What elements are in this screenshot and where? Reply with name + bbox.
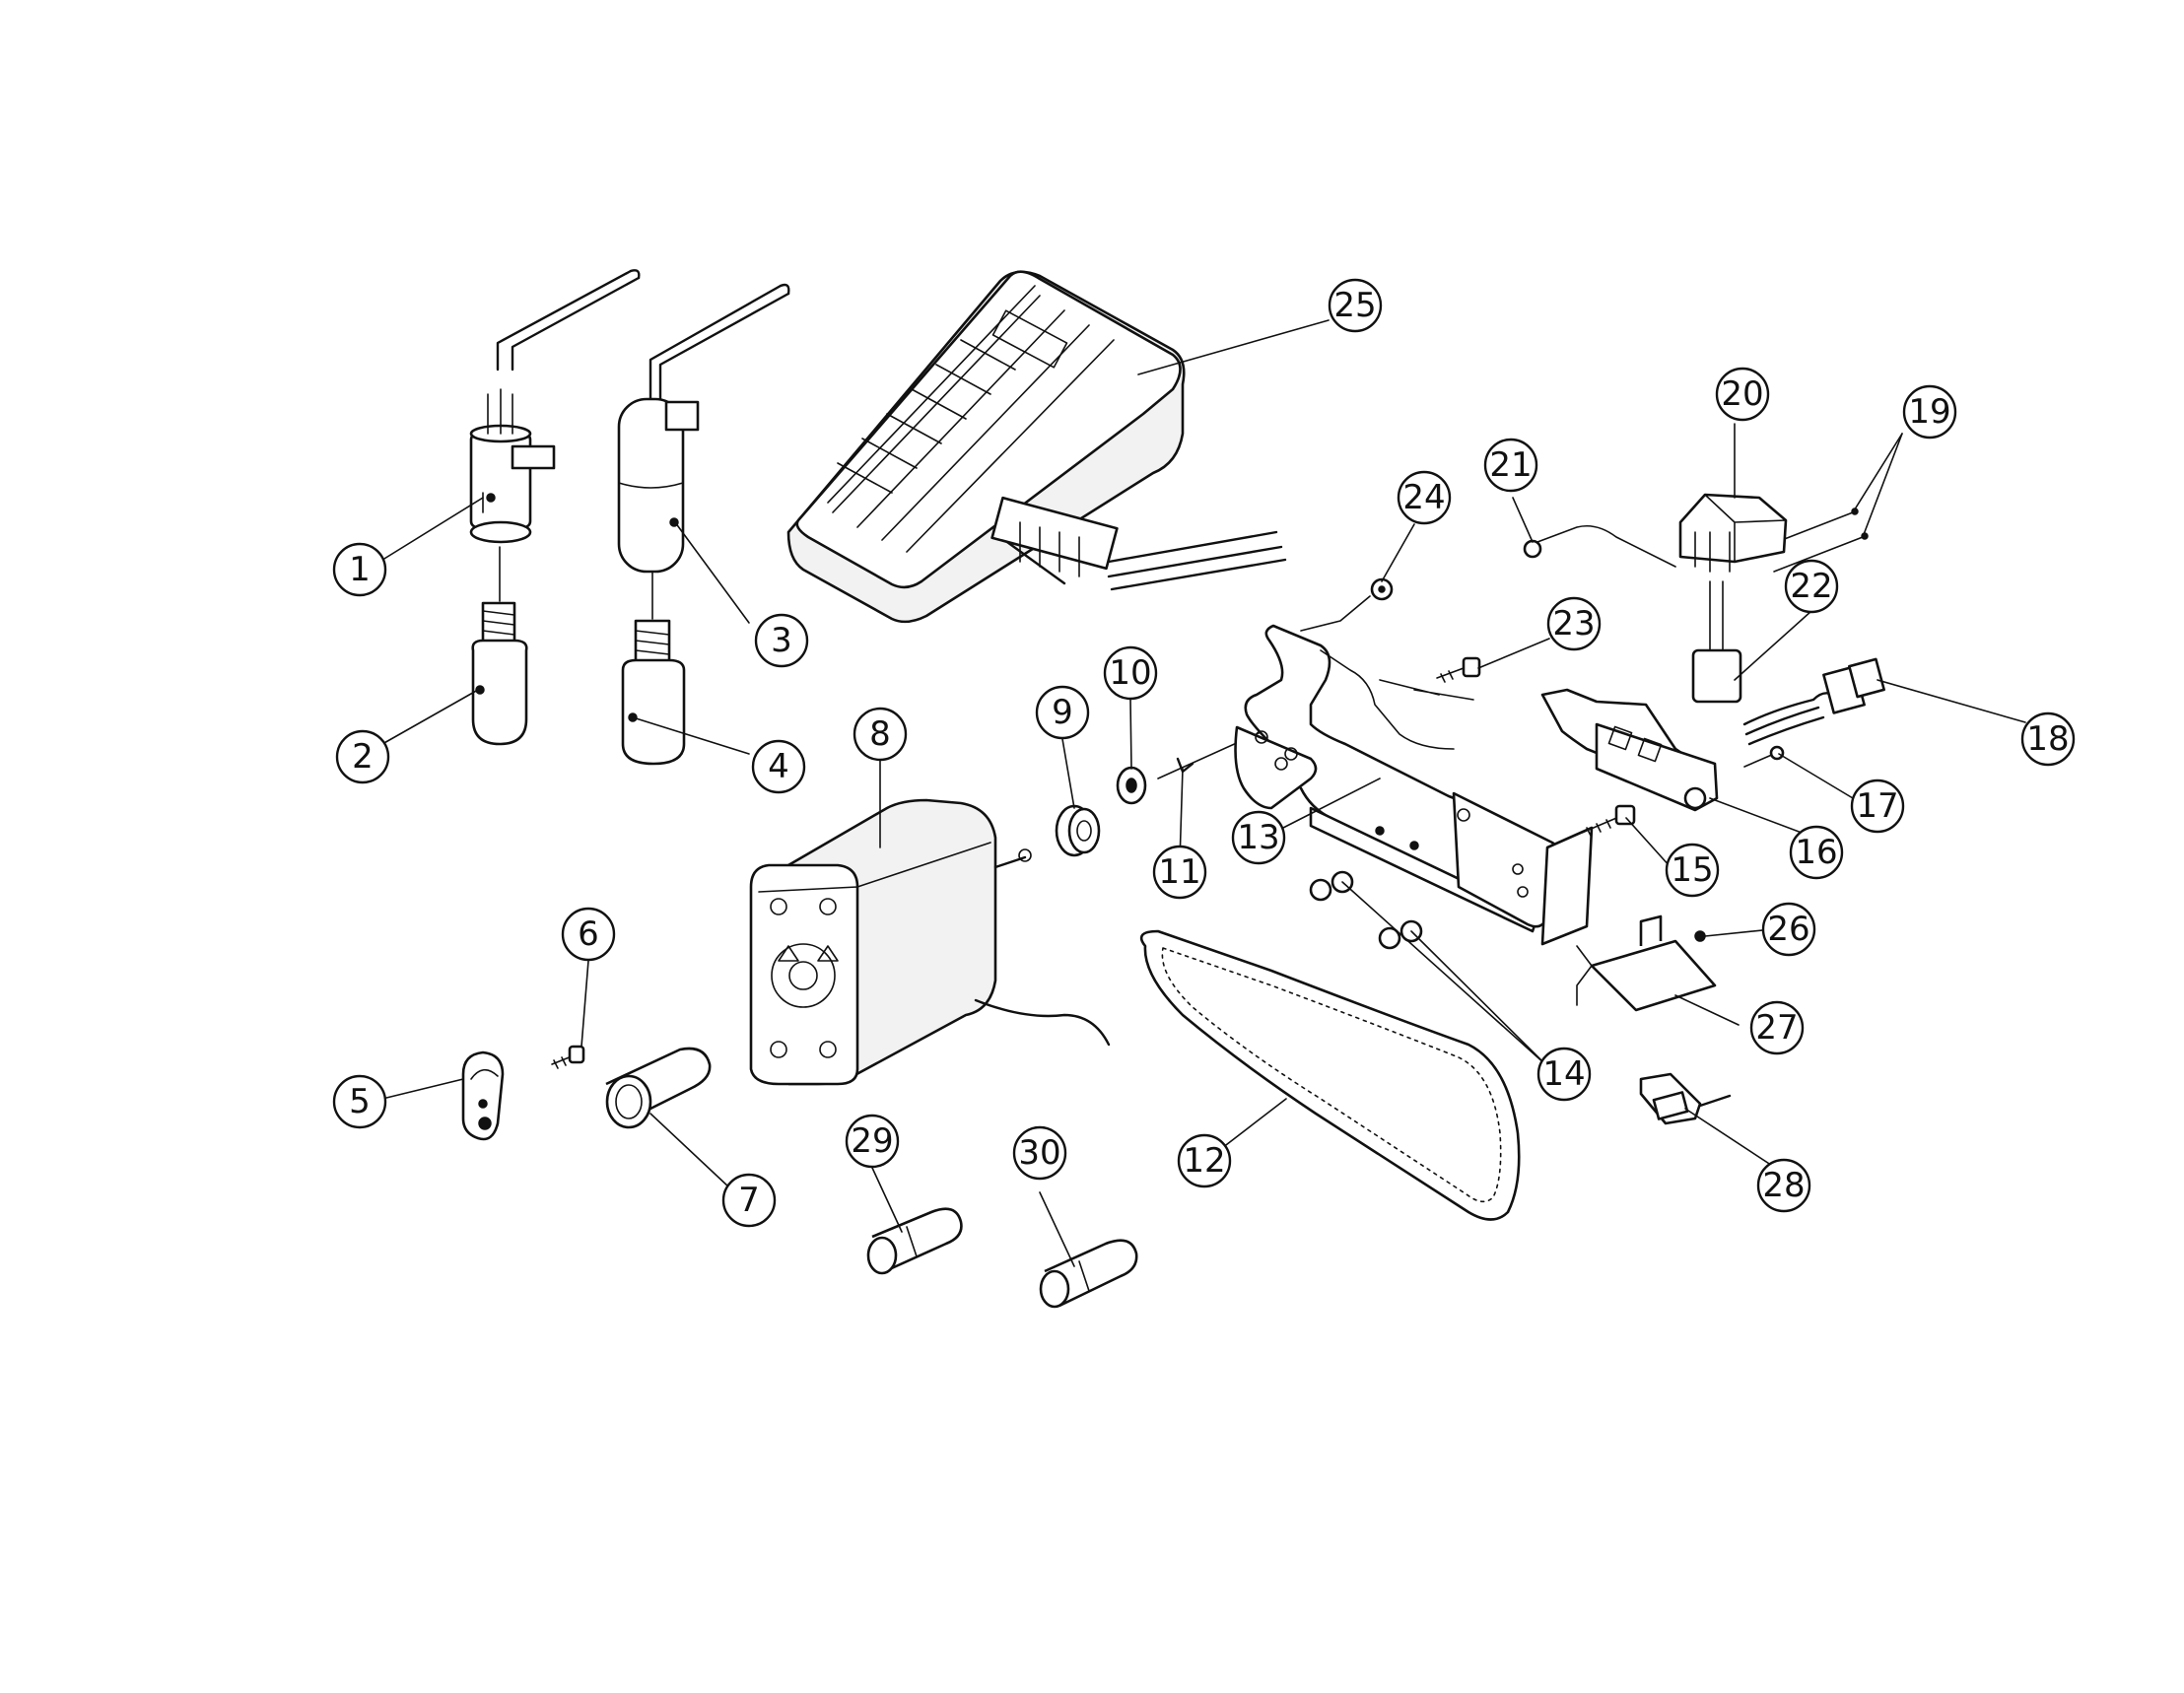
lamp-socket-part-3	[617, 283, 790, 574]
connector-part-18	[1742, 657, 1885, 746]
svg-text:9: 9	[1052, 693, 1073, 732]
svg-text:10: 10	[1109, 653, 1151, 693]
callout-28: 28	[1756, 1158, 1811, 1213]
switch-part-28	[1639, 1072, 1732, 1125]
svg-text:26: 26	[1767, 910, 1809, 949]
svg-text:27: 27	[1755, 1008, 1798, 1048]
svg-text:16: 16	[1795, 833, 1837, 872]
callout-18: 18	[2020, 711, 2076, 767]
svg-text:5: 5	[349, 1082, 371, 1121]
leader-lines	[378, 319, 2026, 1267]
pulley-part-9	[1055, 804, 1101, 857]
callout-20: 20	[1715, 367, 1770, 422]
callout-9: 9	[1035, 685, 1090, 740]
svg-text:30: 30	[1018, 1133, 1060, 1173]
callout-4: 4	[751, 739, 806, 794]
screw-part-6	[551, 1045, 585, 1069]
screw-part-26	[1694, 930, 1706, 942]
callout-24: 24	[1397, 470, 1452, 525]
svg-text:19: 19	[1908, 392, 1950, 432]
callout-16: 16	[1789, 825, 1844, 880]
callout-27: 27	[1749, 1000, 1805, 1055]
bulb-part-2	[471, 546, 528, 746]
callout-22: 22	[1784, 559, 1839, 614]
callout-2: 2	[335, 729, 390, 784]
lamp-socket-part-1	[469, 269, 641, 544]
bulb-part-4	[621, 571, 686, 766]
svg-text:14: 14	[1542, 1054, 1585, 1094]
svg-text:1: 1	[349, 550, 371, 589]
svg-text:7: 7	[738, 1181, 760, 1220]
svg-text:22: 22	[1790, 567, 1832, 606]
callout-25: 25	[1328, 278, 1383, 333]
callout-21: 21	[1483, 438, 1538, 493]
screw-part-23	[1436, 656, 1481, 683]
svg-text:17: 17	[1856, 786, 1898, 826]
svg-text:3: 3	[771, 621, 792, 660]
nut-part-21	[1523, 524, 1676, 568]
svg-text:15: 15	[1671, 850, 1713, 890]
callout-15: 15	[1665, 843, 1720, 898]
bracket-part-5	[461, 1050, 505, 1141]
svg-text:12: 12	[1183, 1141, 1225, 1181]
svg-text:23: 23	[1552, 604, 1595, 643]
callout-23: 23	[1546, 596, 1602, 651]
switch-block-part-20	[1678, 493, 1788, 573]
callout-6: 6	[561, 907, 616, 962]
callout-29: 29	[845, 1114, 900, 1169]
callout-1: 1	[332, 542, 387, 597]
callout-26: 26	[1761, 902, 1816, 957]
tube-part-30	[1039, 1239, 1138, 1309]
belt-part-12	[1139, 929, 1521, 1221]
svg-text:13: 13	[1237, 818, 1279, 857]
svg-text:25: 25	[1333, 286, 1376, 325]
washer-part-10	[1116, 766, 1147, 805]
bracket-part-13	[1234, 624, 1594, 946]
svg-text:28: 28	[1762, 1166, 1805, 1205]
sleeve-part-7	[605, 1047, 712, 1129]
svg-text:4: 4	[768, 747, 789, 786]
capacitor-part-22	[1691, 580, 1742, 704]
screw-part-17	[1743, 745, 1785, 768]
callout-8: 8	[853, 707, 908, 762]
callout-7: 7	[721, 1173, 777, 1228]
callout-30: 30	[1012, 1125, 1067, 1181]
callout-11: 11	[1152, 845, 1207, 900]
nut-part-24	[1300, 577, 1394, 632]
switch-housing-part-16	[1540, 688, 1719, 812]
callout-13: 13	[1231, 810, 1286, 865]
motor-part-8	[749, 798, 1111, 1086]
callout-19: 19	[1902, 384, 1957, 440]
callout-3: 3	[754, 613, 809, 668]
plate-part-27	[1576, 914, 1717, 1012]
callout-12: 12	[1177, 1133, 1232, 1188]
callout-5: 5	[332, 1074, 387, 1129]
screw-part-15	[1581, 804, 1636, 837]
svg-text:8: 8	[869, 714, 891, 754]
callout-14: 14	[1536, 1047, 1592, 1102]
svg-text:6: 6	[578, 914, 599, 954]
svg-text:20: 20	[1721, 374, 1763, 414]
tube-part-29	[866, 1207, 963, 1275]
callout-17: 17	[1850, 779, 1905, 834]
svg-text:2: 2	[352, 737, 374, 777]
svg-text:24: 24	[1402, 478, 1445, 517]
svg-text:29: 29	[851, 1121, 893, 1161]
washers-part-14	[1309, 870, 1423, 950]
svg-text:11: 11	[1158, 852, 1200, 892]
svg-text:21: 21	[1489, 445, 1532, 485]
svg-text:18: 18	[2026, 719, 2069, 759]
callout-10: 10	[1103, 645, 1158, 701]
foot-controller-part-25	[786, 270, 1287, 624]
